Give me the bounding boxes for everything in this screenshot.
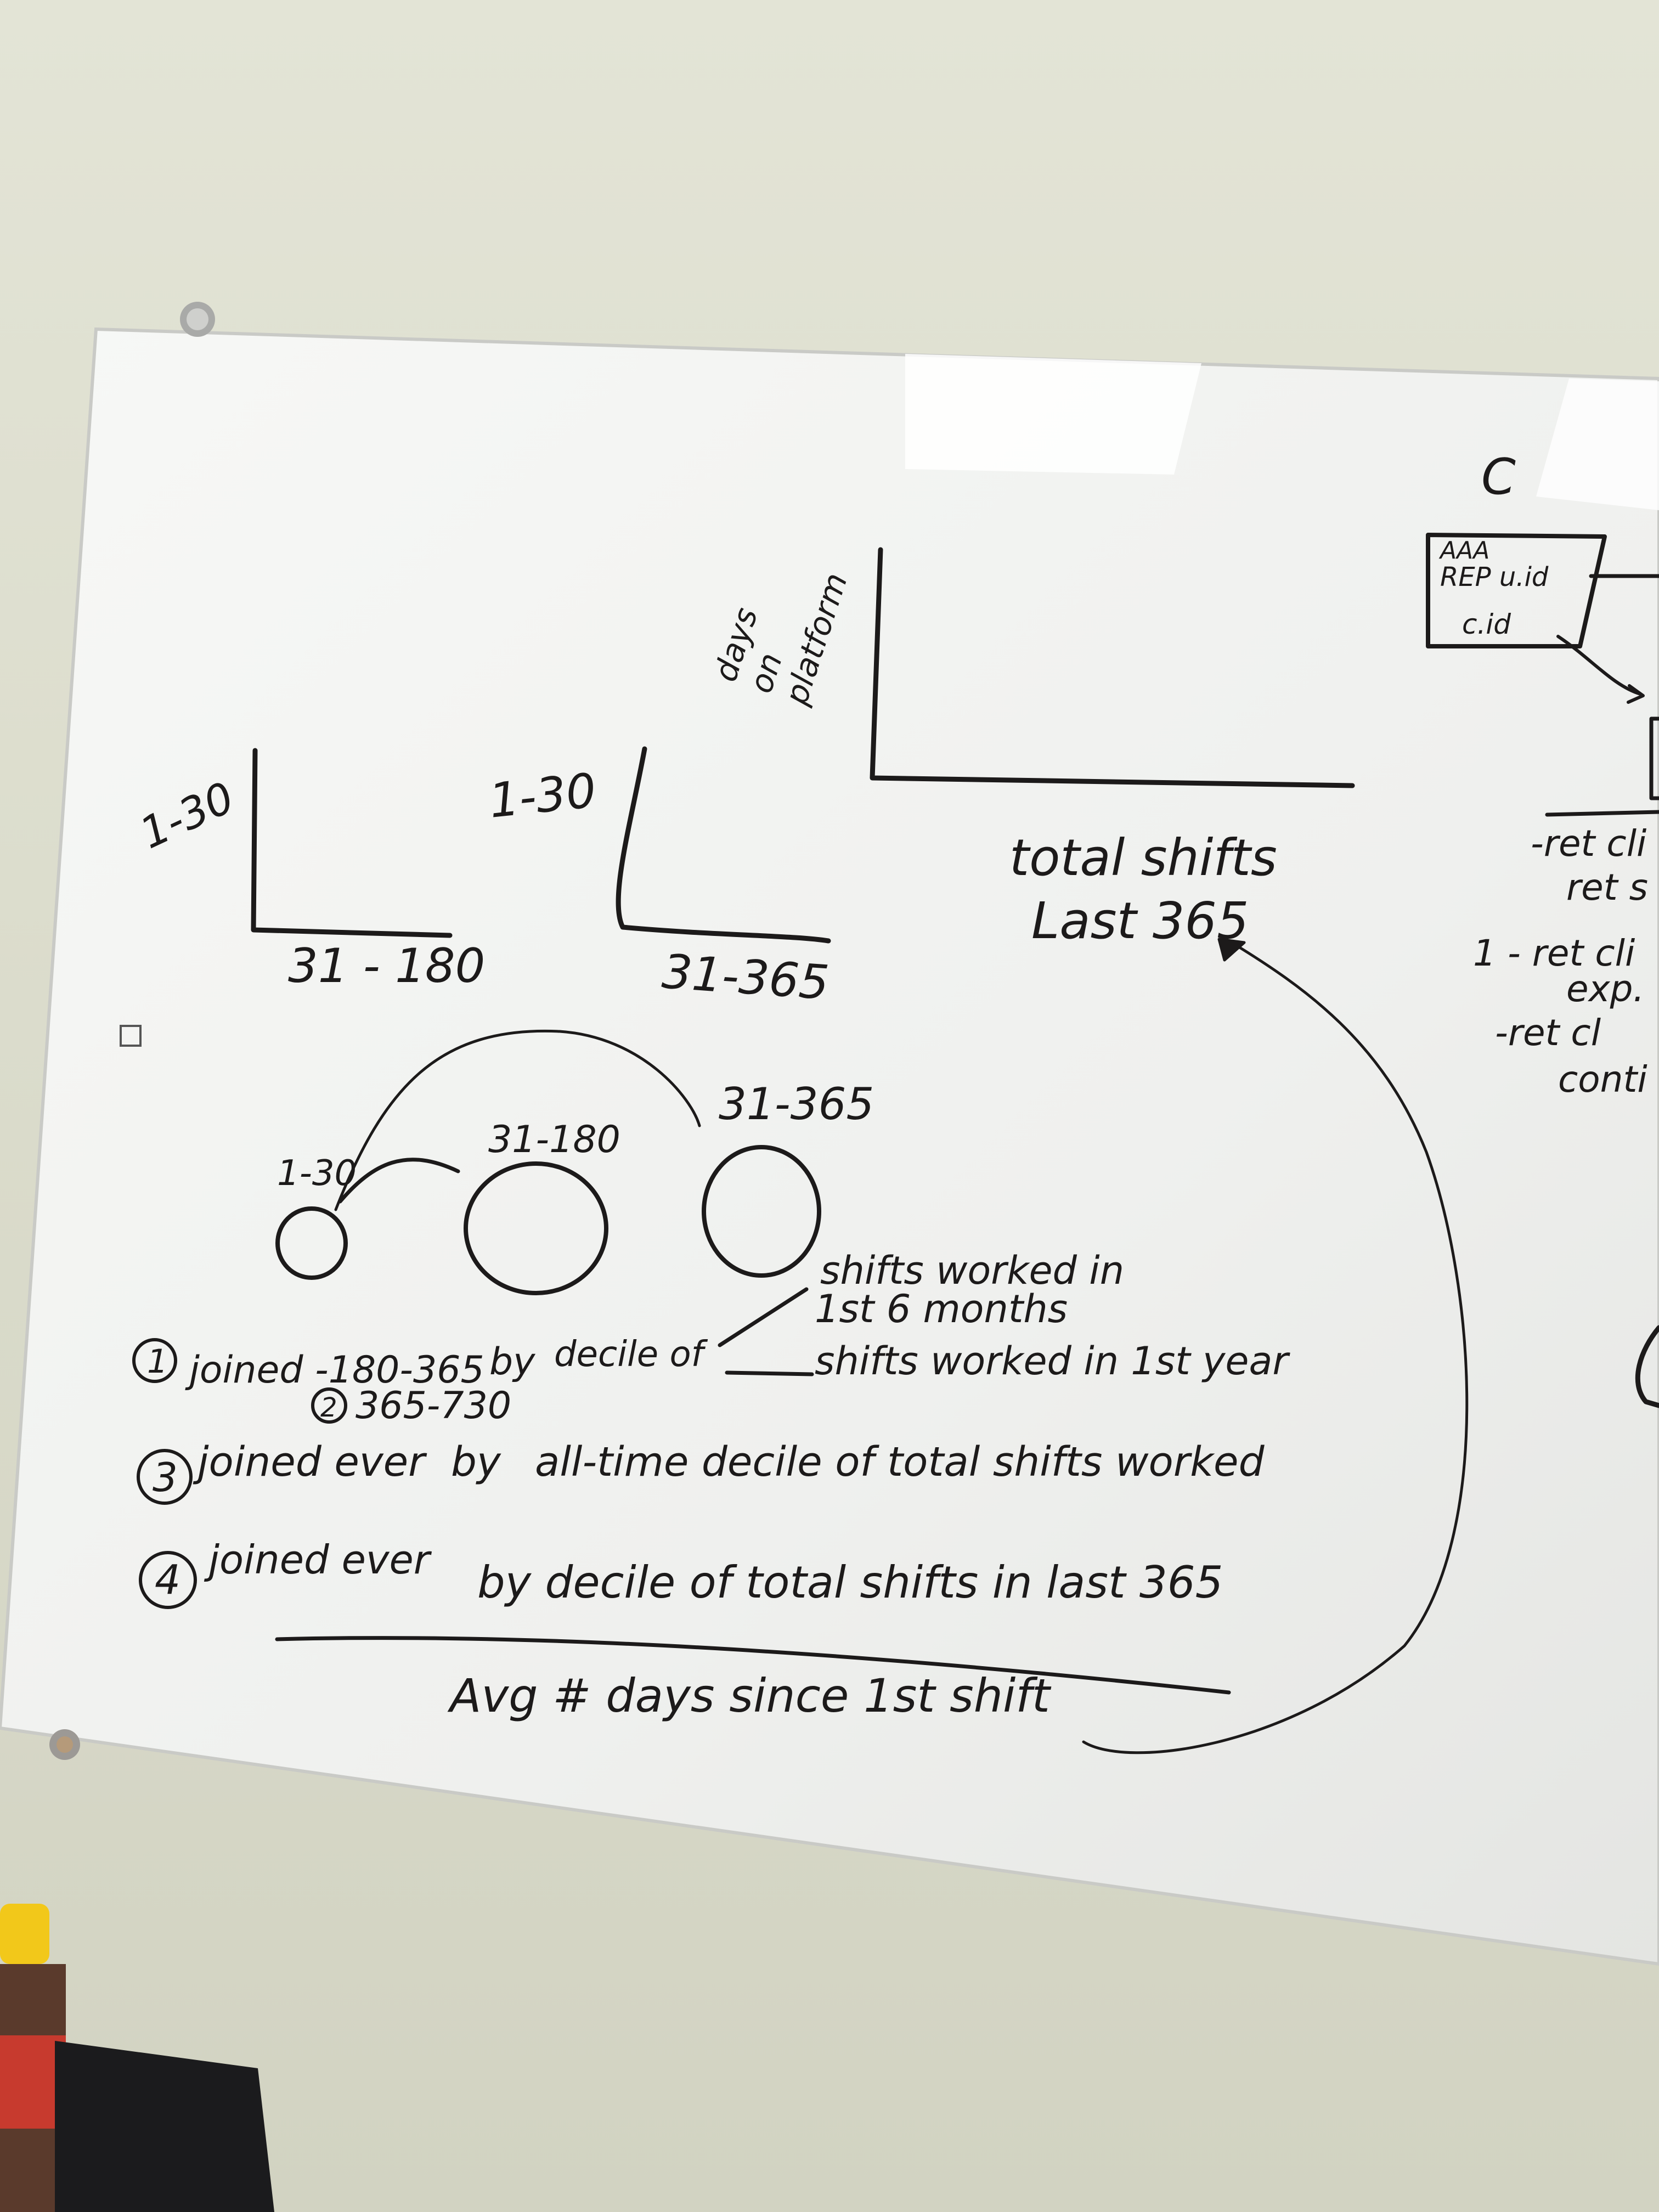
right-box-arrowhead: [1627, 684, 1645, 704]
item3-rest: all-time decile of total shifts worked: [535, 1438, 1265, 1486]
right-edge-curve: [1635, 1325, 1659, 1408]
glare-patch: [1536, 379, 1659, 510]
right-box-line2: REP u.id: [1440, 562, 1549, 592]
right-edge-line: [1545, 810, 1659, 817]
chart-b-axes: [616, 746, 831, 944]
circle-small-label: 1-30: [277, 1153, 357, 1194]
footer-text: Avg # days since 1st shift: [447, 1669, 1052, 1723]
right-note-5: -ret cl: [1495, 1012, 1601, 1054]
right-heading: C: [1481, 448, 1516, 506]
number-circle-4: [139, 1551, 197, 1609]
mount-screw-top: [180, 302, 215, 337]
chart-a-xlabel: 31 - 180: [288, 939, 485, 994]
right-note-3: 1 - ret cli: [1473, 932, 1635, 974]
right-box-line1: AAA: [1438, 537, 1489, 565]
item1-by: by: [489, 1340, 535, 1384]
item3-text: joined ever: [193, 1438, 427, 1486]
dark-shelf: [55, 2041, 274, 2212]
number-circle-2: [311, 1387, 347, 1424]
chart-c-xlabel-1: total shifts: [1009, 828, 1277, 887]
chart-c-xlabel-2: Last 365: [1031, 891, 1249, 950]
item3-by: by: [451, 1438, 501, 1486]
stray-mark: [120, 1025, 142, 1047]
circle-right-label: 31-365: [719, 1079, 874, 1130]
branch1-line2: 1st 6 months: [815, 1286, 1068, 1331]
right-note-6: conti: [1558, 1058, 1647, 1101]
item1-decile: decile of: [554, 1334, 708, 1375]
branch-line-lower: [725, 1370, 814, 1376]
branch-line-upper: [718, 1287, 809, 1347]
branch2-text: shifts worked in 1st year: [815, 1339, 1290, 1384]
arrow-head: [1217, 938, 1246, 962]
right-note-1: -ret cli: [1531, 822, 1647, 865]
chart-b-xlabel: 31-365: [661, 944, 831, 1011]
right-note-4: exp.: [1566, 968, 1645, 1010]
right-box-line3: c.id: [1462, 608, 1511, 640]
chart-a-axes: [251, 748, 453, 938]
circle-small: [275, 1206, 348, 1280]
chart-b-ylabel: 1-30: [487, 763, 599, 829]
glare-patch: [905, 354, 1201, 475]
right-box: [1426, 533, 1607, 648]
item2-text: 365-730: [356, 1384, 511, 1427]
curved-arrow: [1082, 939, 1469, 1754]
circle-medium: [464, 1161, 608, 1295]
item1-number: 1: [147, 1342, 168, 1381]
chart-c-axes: [870, 547, 1355, 788]
number-circle-3: [137, 1449, 193, 1505]
branch1-line1: shifts worked in: [820, 1248, 1124, 1293]
arc-to-right: [334, 1029, 701, 1211]
right-box-arrow: [1556, 635, 1642, 696]
number-circle-1: [132, 1338, 177, 1383]
item3-number: 3: [153, 1454, 178, 1500]
item4-rest: by decile of total shifts in last 365: [477, 1557, 1223, 1608]
item4-text: joined ever: [204, 1537, 432, 1583]
right-note-2: ret s: [1566, 866, 1648, 909]
item4-number: 4: [155, 1556, 180, 1604]
arc-to-medium: [338, 1158, 460, 1204]
circle-medium-label: 31-180: [488, 1118, 620, 1161]
item2-number: 2: [320, 1392, 337, 1423]
mount-screw-bottom: [49, 1729, 80, 1760]
item1-text: joined -180-365: [185, 1348, 484, 1392]
underline-separator: [275, 1636, 1231, 1695]
circle-right: [702, 1145, 821, 1278]
right-edge-box: [1649, 716, 1659, 800]
